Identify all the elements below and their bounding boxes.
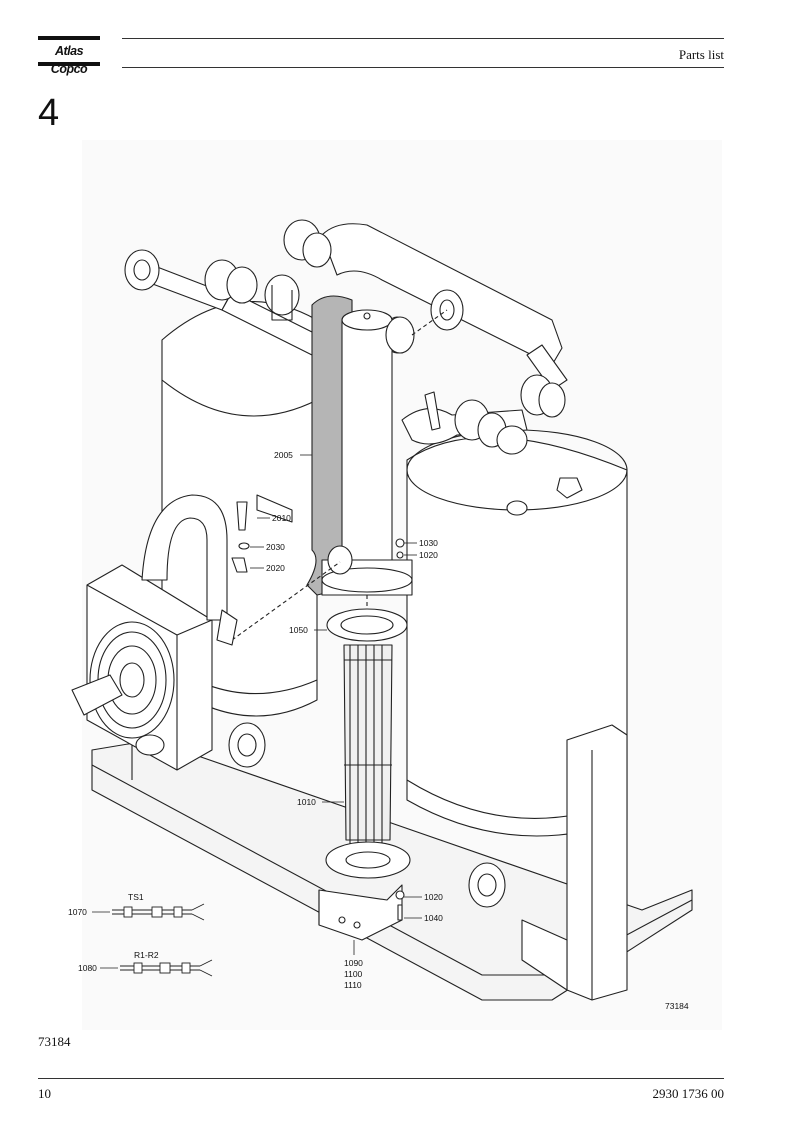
exploded-parts-drawing: 2005 2010 2030 2020 1030 1020 1050 1010 … bbox=[68, 140, 722, 1030]
gasket-1050 bbox=[326, 608, 408, 642]
logo-bar-bottom bbox=[38, 62, 100, 66]
elbow-2020 bbox=[231, 557, 248, 573]
callout-2030: 2030 bbox=[266, 542, 285, 552]
header-rule-top bbox=[122, 38, 724, 39]
callout-1050: 1050 bbox=[289, 625, 308, 635]
cable-label-ts1: TS1 bbox=[128, 892, 144, 902]
callout-2020: 2020 bbox=[266, 563, 285, 573]
cable-label-r1-r2: R1-R2 bbox=[134, 950, 159, 960]
callout-1080: 1080 bbox=[78, 963, 97, 973]
page-number: 10 bbox=[38, 1086, 51, 1101]
callout-1110: 1110 bbox=[344, 980, 362, 990]
heater-element-1010 bbox=[325, 644, 411, 879]
header-rule-bottom bbox=[122, 67, 724, 68]
header-title: Parts list bbox=[678, 47, 724, 62]
filter-vessel bbox=[341, 311, 393, 589]
callout-1070: 1070 bbox=[68, 907, 87, 917]
callout-2005: 2005 bbox=[274, 450, 293, 460]
drawing-ref: 73184 bbox=[665, 1001, 689, 1011]
right-support bbox=[566, 724, 628, 1001]
callout-2010: 2010 bbox=[272, 513, 291, 523]
washer-2030 bbox=[238, 542, 250, 550]
section-number: 4 bbox=[38, 92, 60, 134]
callout-1010: 1010 bbox=[297, 797, 316, 807]
document-number: 2930 1736 00 bbox=[652, 1086, 725, 1101]
footer-rule bbox=[38, 1078, 724, 1079]
logo-text: Atlas Copco bbox=[50, 44, 88, 76]
valve-2010 bbox=[236, 501, 248, 531]
drawing-svg: 2005 2010 2030 2020 1030 1020 1050 1010 … bbox=[68, 219, 693, 1011]
fan-guard bbox=[89, 621, 175, 739]
callout-1020-lower: 1020 bbox=[424, 892, 443, 902]
figure-reference: 73184 bbox=[38, 1034, 71, 1049]
callout-1020-upper: 1020 bbox=[419, 550, 438, 560]
callout-1090: 1090 bbox=[344, 958, 363, 968]
callout-1030: 1030 bbox=[419, 538, 438, 548]
atlas-copco-logo: Atlas Copco bbox=[38, 36, 100, 76]
logo-bar-top bbox=[38, 36, 100, 40]
callout-1040: 1040 bbox=[424, 913, 443, 923]
callout-1100: 1100 bbox=[344, 969, 363, 979]
